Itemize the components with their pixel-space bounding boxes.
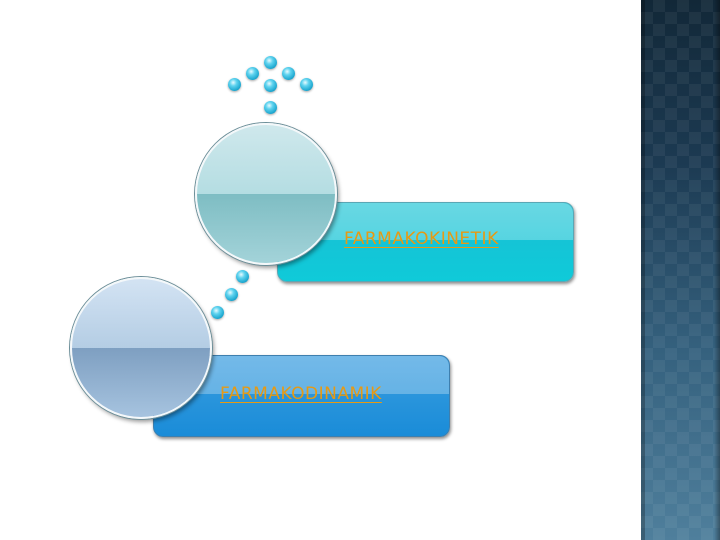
circle-top	[72, 279, 210, 348]
sidebar-edge	[714, 0, 720, 540]
farmakodinamik-label[interactable]: FARMAKODINAMIK	[220, 384, 382, 404]
farmakodinamik-circle	[70, 277, 212, 419]
farmakokinetik-label[interactable]: FARMAKOKINETIK	[344, 229, 499, 249]
circle-top	[197, 125, 335, 194]
bead	[264, 79, 277, 92]
bead	[225, 288, 238, 301]
bead	[264, 56, 277, 69]
farmakokinetik-circle	[195, 123, 337, 265]
circle-bottom	[197, 194, 335, 263]
bead	[246, 67, 259, 80]
decorative-sidebar	[641, 0, 720, 540]
bead	[282, 67, 295, 80]
bead	[264, 101, 277, 114]
bead	[300, 78, 313, 91]
bead	[228, 78, 241, 91]
circle-bottom	[72, 348, 210, 417]
bead	[211, 306, 224, 319]
bead	[236, 270, 249, 283]
